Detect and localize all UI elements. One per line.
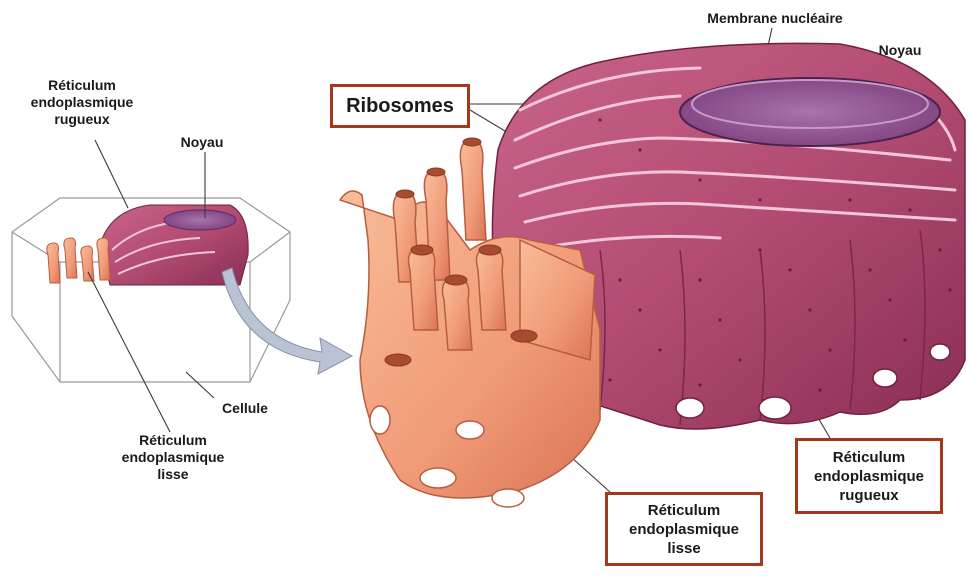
ribosomes-label: Ribosomes: [346, 97, 454, 116]
small-rel-line2: endoplasmique: [108, 449, 238, 466]
small-organelle: [47, 205, 248, 285]
big-rel-line2: endoplasmique: [629, 520, 739, 539]
big-rer-label: Réticulum endoplasmique rugueux: [814, 448, 924, 505]
small-rer-line3: rugueux: [22, 111, 142, 128]
small-rel-line1: Réticulum: [108, 432, 238, 449]
big-rel-label: Réticulum endoplasmique lisse: [629, 501, 739, 558]
membrane-label: Membrane nucléaire: [700, 10, 850, 27]
big-rer-line1: Réticulum: [814, 448, 924, 467]
small-rel-label: Réticulum endoplasmique lisse: [108, 432, 238, 483]
small-rer-line2: endoplasmique: [22, 94, 142, 111]
small-rer-label: Réticulum endoplasmique rugueux: [22, 77, 142, 128]
big-rel-label-box: Réticulum endoplasmique lisse: [605, 492, 763, 566]
big-rer-line3: rugueux: [814, 486, 924, 505]
big-noyau-label: Noyau: [865, 42, 935, 59]
big-rel-line3: lisse: [629, 539, 739, 558]
ribosomes-label-box: Ribosomes: [330, 84, 470, 128]
small-rel-line3: lisse: [108, 466, 238, 483]
zoom-arrow: [222, 268, 352, 374]
big-rer-label-box: Réticulum endoplasmique rugueux: [795, 438, 943, 514]
small-rer-line1: Réticulum: [22, 77, 142, 94]
small-noyau-label: Noyau: [172, 134, 232, 151]
big-rel-line1: Réticulum: [629, 501, 739, 520]
cellule-label: Cellule: [210, 400, 280, 417]
big-rer-line2: endoplasmique: [814, 467, 924, 486]
